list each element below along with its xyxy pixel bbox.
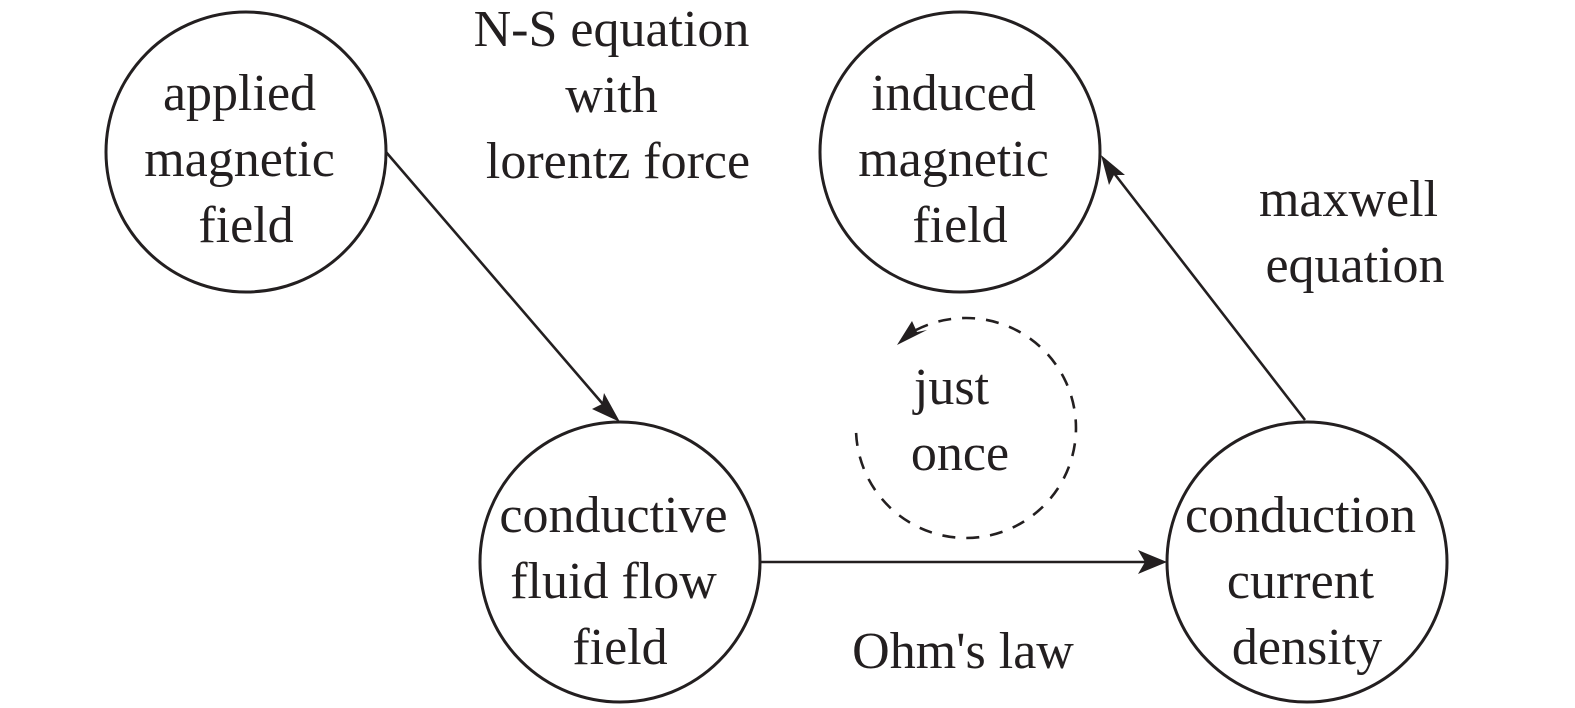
node-applied-line-1: applied (163, 65, 316, 122)
node-induced-line-2: magnetic (858, 131, 1049, 188)
node-fluid-line-1: conductive (499, 487, 727, 544)
node-fluid-line-2: fluid flow (510, 553, 717, 610)
edge-current-to-induced-arrowhead (1101, 155, 1125, 185)
loop-label-line-2: once (911, 425, 1009, 482)
node-fluid-label: conductive fluid flow field (499, 487, 740, 676)
node-current-line-1: conduction (1185, 487, 1416, 544)
edge-label-maxwell: maxwell equation (1259, 171, 1451, 294)
node-applied-line-3: field (198, 197, 293, 254)
node-current-line-3: density (1232, 619, 1382, 676)
edge-applied-to-fluid-arrowhead (592, 393, 620, 422)
edge-label-maxwell-line-2: equation (1265, 237, 1444, 294)
node-fluid-line-3: field (572, 619, 667, 676)
loop-label-line-1: just (912, 359, 990, 416)
loop-label-just-once: just once (911, 359, 1009, 482)
edge-label-ns-line-3: lorentz force (486, 133, 750, 190)
edge-applied-to-fluid (385, 151, 609, 411)
node-induced-label: induced magnetic field (858, 65, 1062, 254)
edge-label-ohm-line-1: Ohm's law (852, 623, 1074, 680)
node-current-line-2: current (1227, 553, 1375, 610)
edge-label-ns-line-1: N-S equation (474, 1, 750, 58)
node-induced-line-3: field (912, 197, 1007, 254)
edge-label-ns-line-2: with (565, 67, 657, 124)
edge-label-ns-equation: N-S equation with lorentz force (474, 1, 763, 190)
edge-label-ohms-law: Ohm's law (852, 623, 1074, 680)
node-applied-line-2: magnetic (144, 131, 335, 188)
edge-fluid-to-current-arrowhead (1138, 550, 1167, 574)
node-current-label: conduction current density (1185, 487, 1429, 676)
just-once-loop-arrowhead (897, 321, 927, 345)
node-induced-magnetic-field (818, 10, 1102, 294)
edge-current-to-induced (1108, 167, 1307, 421)
node-induced-line-1: induced (871, 65, 1036, 122)
node-applied-label: applied magnetic field (144, 65, 348, 254)
edge-label-maxwell-line-1: maxwell (1259, 171, 1438, 228)
